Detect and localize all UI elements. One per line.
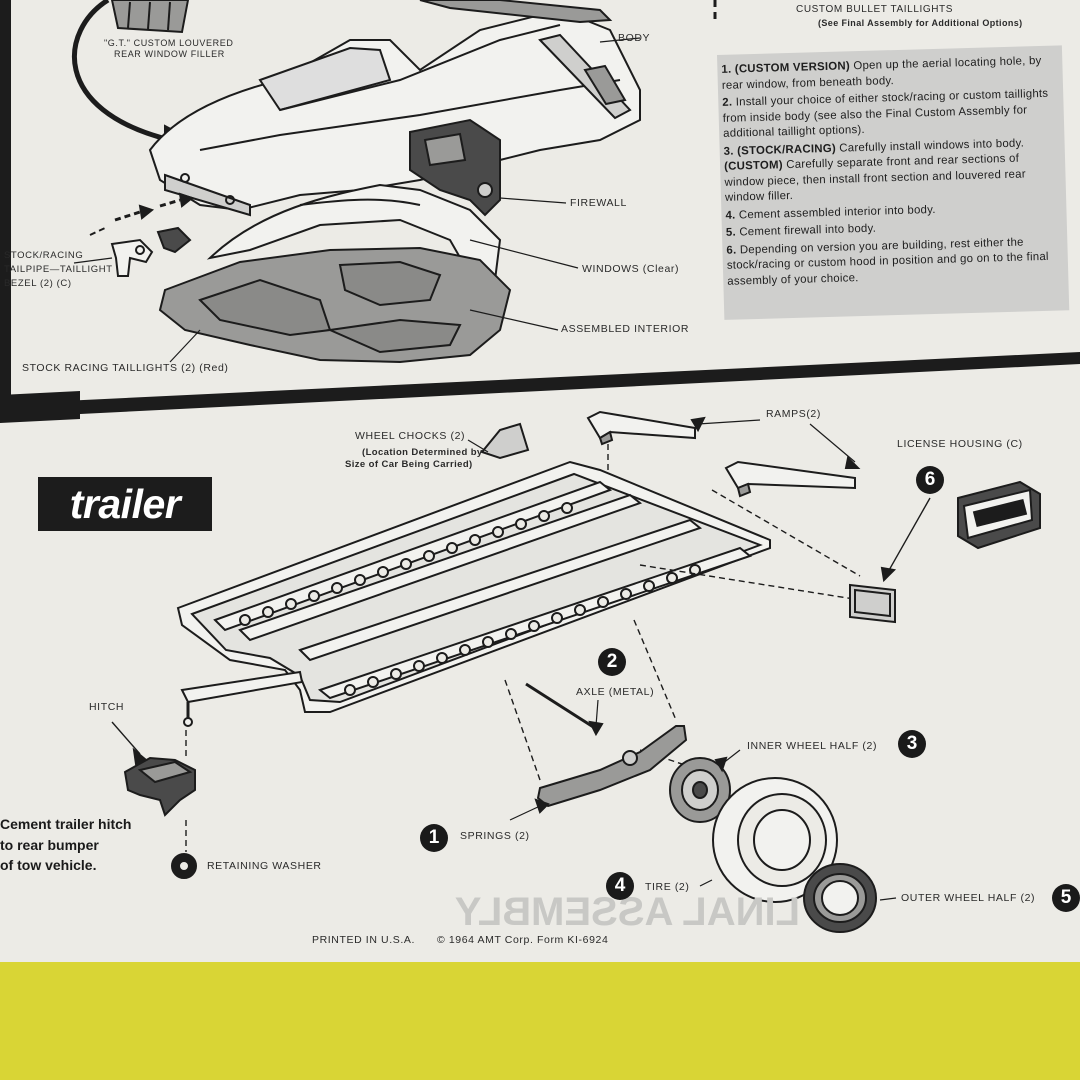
copyright: © 1964 AMT Corp. Form KI-6924 [436,934,609,946]
label-wheel-chocks: WHEEL CHOCKS (2) [355,430,466,442]
label-wheel-chocks-note-line1: (Location Determined by [362,447,483,458]
panel-divider-left [0,391,80,423]
callout-4: 4 [606,872,634,900]
label-firewall: FIREWALL [570,197,627,209]
label-body: BODY [618,32,651,44]
callout-5: 5 [1052,884,1080,912]
label-wheel-chocks-note-line2: Size of Car Being Carried) [345,459,473,470]
label-license-housing: LICENSE HOUSING (C) [897,438,1023,450]
printed-in: PRINTED IN U.S.A. [312,934,415,946]
label-tailpipe-line2: TAILPIPE—TAILLIGHT [4,264,113,275]
callout-3: 3 [898,730,926,758]
label-tailpipe-line3: BEZEL (2) (C) [4,278,72,289]
car-body-drawing [71,0,641,364]
trailer-drawing [111,410,1041,933]
label-assembled-interior: ASSEMBLED INTERIOR [561,323,690,335]
trailer-badge: trailer [38,477,212,531]
label-windows: WINDOWS (Clear) [582,263,680,275]
step-3: 3. (STOCK/RACING) Carefully install wind… [723,136,1026,204]
instructions-box: 1. (CUSTOM VERSION) Open up the aerial l… [717,45,1070,320]
footer-credits: PRINTED IN U.S.A. © 1964 AMT Corp. Form K… [312,934,608,946]
label-retaining-washer: RETAINING WASHER [207,860,322,872]
label-tailpipe-line1: STOCK/RACING [4,250,84,261]
label-axle: AXLE (METAL) [576,686,655,698]
header-fragment: CUSTOM BULLET TAILLIGHTS [796,4,954,15]
label-springs: SPRINGS (2) [460,830,530,842]
label-inner-wheel-half: INNER WHEEL HALF (2) [747,740,878,752]
step-2: 2. Install your choice of either stock/r… [722,87,1049,140]
callout-2: 2 [598,648,626,676]
label-stock-taillights: STOCK RACING TAILLIGHTS (2) (Red) [22,362,229,374]
label-outer-wheel-half: OUTER WHEEL HALF (2) [901,892,1036,904]
label-gt-filler-line2: REAR WINDOW FILLER [114,49,225,59]
callout-6: 6 [916,466,944,494]
yellow-background [0,962,1080,1080]
step-6: 6. Depending on version you are building… [726,236,1049,288]
header-fragment-note: (See Final Assembly for Additional Optio… [818,18,1023,28]
label-hitch: HITCH [89,701,125,713]
cement-hitch-note: Cement trailer hitch to rear bumper of t… [0,814,150,876]
cement-note-line1: Cement trailer hitch [0,816,132,832]
label-tire: TIRE (2) [645,881,690,893]
callout-1: 1 [420,824,448,852]
frame-left-bar [0,0,11,412]
cement-note-line3: of tow vehicle. [0,857,97,873]
label-ramps: RAMPS(2) [766,408,821,420]
cement-note-line2: to rear bumper [0,836,99,853]
panel-divider [0,352,1080,418]
label-gt-filler-line1: "G.T." CUSTOM LOUVERED [104,38,234,48]
